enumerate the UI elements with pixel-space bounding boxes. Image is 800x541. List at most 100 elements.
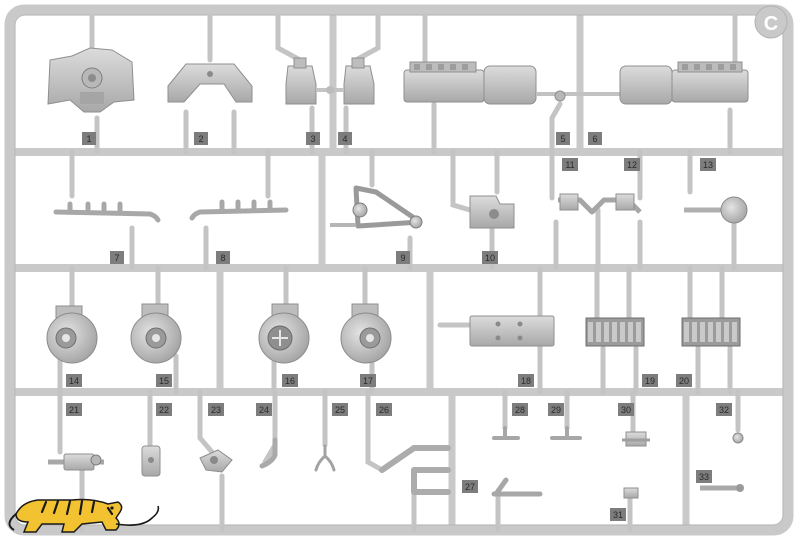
part-25-fork: [314, 444, 336, 472]
svg-text:23: 23: [211, 405, 221, 415]
svg-text:14: 14: [69, 376, 79, 386]
part-16-turbocharger: [258, 303, 310, 364]
svg-text:12: 12: [627, 160, 637, 170]
part-tab-6: 6: [588, 132, 602, 145]
part-tab-26: 26: [376, 403, 392, 416]
part-tab-22: 22: [156, 403, 172, 416]
svg-text:30: 30: [621, 405, 631, 415]
part-2-bracket: [167, 63, 253, 103]
part-17-turbocharger: [340, 303, 392, 364]
part-tab-14: 14: [66, 374, 82, 387]
part-9-belt-drive: [330, 185, 423, 229]
svg-text:24: 24: [259, 405, 269, 415]
part-tab-1: 1: [82, 132, 96, 145]
part-tab-9: 9: [396, 251, 410, 264]
part-32-small-fitting: [732, 432, 744, 444]
part-21-fuel-pump: [48, 453, 104, 471]
svg-text:27: 27: [465, 482, 475, 492]
svg-text:1: 1: [86, 134, 91, 144]
svg-text:4: 4: [342, 134, 347, 144]
sprue-letter: C: [764, 13, 778, 35]
part-26-pipe-y: [379, 445, 451, 495]
part-7-exhaust-manifold: [53, 201, 161, 223]
part-tab-23: 23: [208, 403, 224, 416]
part-3-4-bell-housings: [285, 57, 375, 105]
svg-text:32: 32: [719, 405, 729, 415]
svg-text:33: 33: [699, 472, 709, 482]
part-24-lever: [259, 437, 278, 469]
part-tab-28: 28: [512, 403, 528, 416]
part-tab-8: 8: [216, 251, 230, 264]
part-1-cylinder-head-cover: [47, 47, 135, 113]
part-23-bracket-assembly: [199, 449, 233, 473]
svg-text:11: 11: [565, 160, 574, 170]
svg-text:13: 13: [703, 160, 713, 170]
svg-text:21: 21: [69, 405, 79, 415]
part-20-cylinder-bank: [681, 317, 741, 347]
part-tab-15: 15: [156, 374, 172, 387]
part-22-valve: [141, 445, 161, 477]
part-33-nozzle: [700, 484, 744, 492]
svg-text:19: 19: [645, 376, 655, 386]
svg-text:29: 29: [551, 405, 561, 415]
part-tab-25: 25: [332, 403, 348, 416]
svg-text:5: 5: [560, 134, 565, 144]
part-27-rod: [491, 477, 543, 497]
part-30-valve-body: [622, 431, 650, 447]
part-tab-29: 29: [548, 403, 564, 416]
svg-text:10: 10: [485, 253, 495, 263]
part-tab-21: 21: [66, 403, 82, 416]
part-tab-20: 20: [676, 374, 692, 387]
part-tab-5: 5: [556, 132, 570, 145]
part-tab-19: 19: [642, 374, 658, 387]
part-tab-32: 32: [716, 403, 732, 416]
part-tab-4: 4: [338, 132, 352, 145]
svg-text:26: 26: [379, 405, 389, 415]
part-tab-30: 30: [618, 403, 634, 416]
svg-text:22: 22: [159, 405, 169, 415]
svg-text:31: 31: [613, 510, 623, 520]
part-tab-11: 11: [562, 158, 578, 171]
part-19-cylinder-bank: [585, 317, 645, 347]
part-13-round-cover: [684, 196, 748, 224]
part-tab-10: 10: [482, 251, 498, 264]
part-tab-18: 18: [518, 374, 534, 387]
svg-text:7: 7: [114, 253, 119, 263]
part-tab-31: 31: [610, 508, 626, 521]
part-15-turbocharger: [130, 303, 182, 364]
part-tab-24: 24: [256, 403, 272, 416]
tiger-logo: [8, 498, 160, 533]
svg-text:6: 6: [592, 134, 597, 144]
part-tab-17: 17: [360, 374, 376, 387]
part-31-plug: [623, 487, 639, 499]
part-tab-13: 13: [700, 158, 716, 171]
svg-text:15: 15: [159, 376, 169, 386]
part-number-tabs: 1 2 3 4 5 6 7 8 9 10 11 12 13 14 15 16 1…: [66, 132, 732, 521]
part-tab-12: 12: [624, 158, 640, 171]
part-28-29-t-fittings: [492, 426, 582, 440]
sprue-letter-badge: C: [754, 5, 788, 39]
sprue-frame: [4, 4, 794, 536]
svg-text:9: 9: [400, 253, 405, 263]
part-14-turbocharger: [46, 305, 98, 364]
part-tab-3: 3: [306, 132, 320, 145]
svg-text:17: 17: [363, 376, 373, 386]
svg-text:2: 2: [198, 134, 203, 144]
part-tab-27: 27: [462, 480, 478, 493]
svg-text:20: 20: [679, 376, 689, 386]
part-11-12-linkage-pair: [558, 193, 642, 215]
svg-text:8: 8: [220, 253, 225, 263]
part-8-exhaust-manifold: [189, 199, 289, 221]
svg-text:25: 25: [335, 405, 345, 415]
svg-text:16: 16: [285, 376, 295, 386]
part-tab-7: 7: [110, 251, 124, 264]
svg-text:3: 3: [310, 134, 315, 144]
part-6-engine-block-right: [619, 61, 749, 105]
part-10-pump-housing: [469, 195, 515, 229]
part-tab-33: 33: [696, 470, 712, 483]
part-tab-2: 2: [194, 132, 208, 145]
svg-text:18: 18: [521, 376, 531, 386]
part-5-engine-block-left: [403, 61, 620, 105]
part-18-oil-pan: [469, 315, 555, 347]
